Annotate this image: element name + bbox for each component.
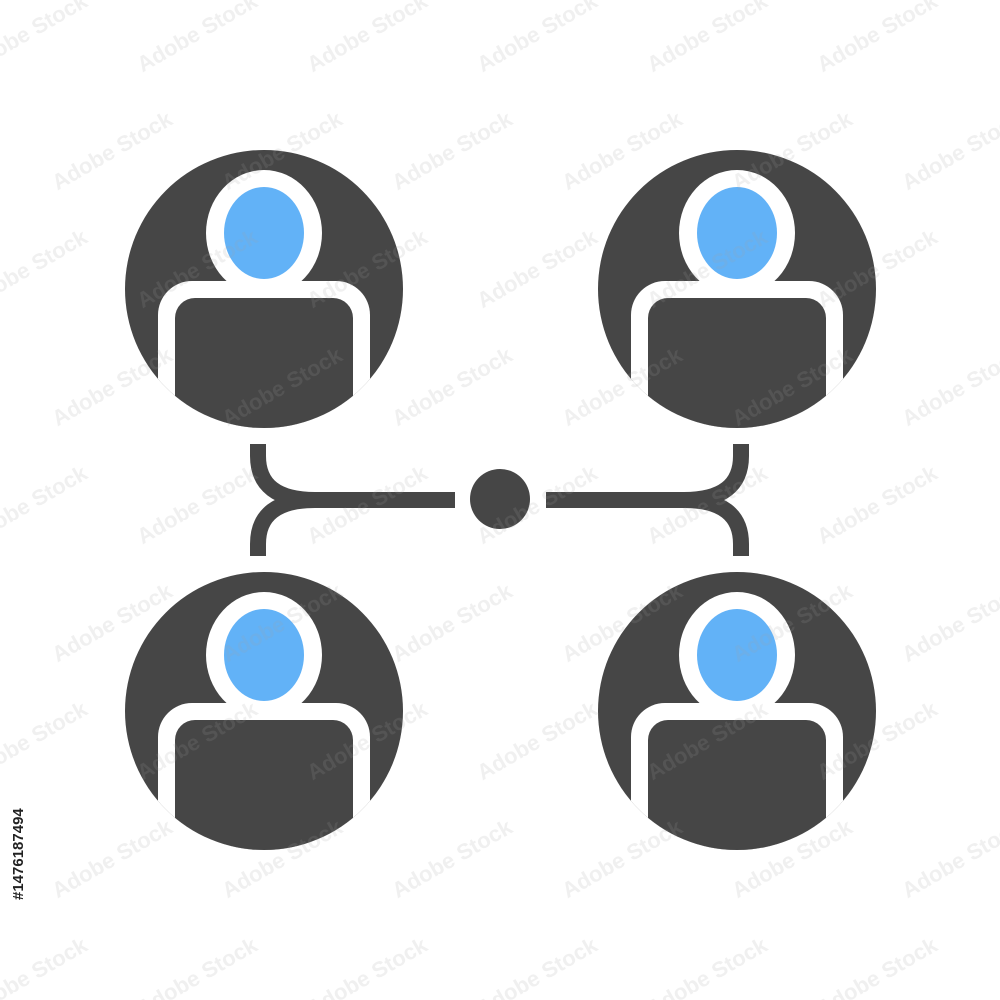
connector-right-lower-arm bbox=[683, 492, 749, 556]
user-icon bbox=[697, 187, 777, 279]
user-body bbox=[175, 298, 353, 428]
connector-right-upper-arm bbox=[546, 444, 749, 508]
user-icon bbox=[697, 609, 777, 701]
stock-id-label: #1476187494 bbox=[10, 808, 27, 900]
connector-left bbox=[250, 444, 455, 556]
user-body bbox=[175, 720, 353, 850]
user-node-top-left bbox=[125, 150, 403, 428]
connector-right bbox=[546, 444, 749, 556]
connector-left-upper-arm bbox=[250, 444, 455, 508]
user-node-bottom-left bbox=[125, 572, 403, 850]
user-icon bbox=[224, 187, 304, 279]
user-icon bbox=[224, 609, 304, 701]
connector-left-lower-arm bbox=[250, 492, 316, 556]
hub-dot-icon bbox=[470, 469, 530, 529]
user-body bbox=[648, 720, 826, 850]
user-node-bottom-right bbox=[598, 572, 876, 850]
user-node-top-right bbox=[598, 150, 876, 428]
user-body bbox=[648, 298, 826, 428]
